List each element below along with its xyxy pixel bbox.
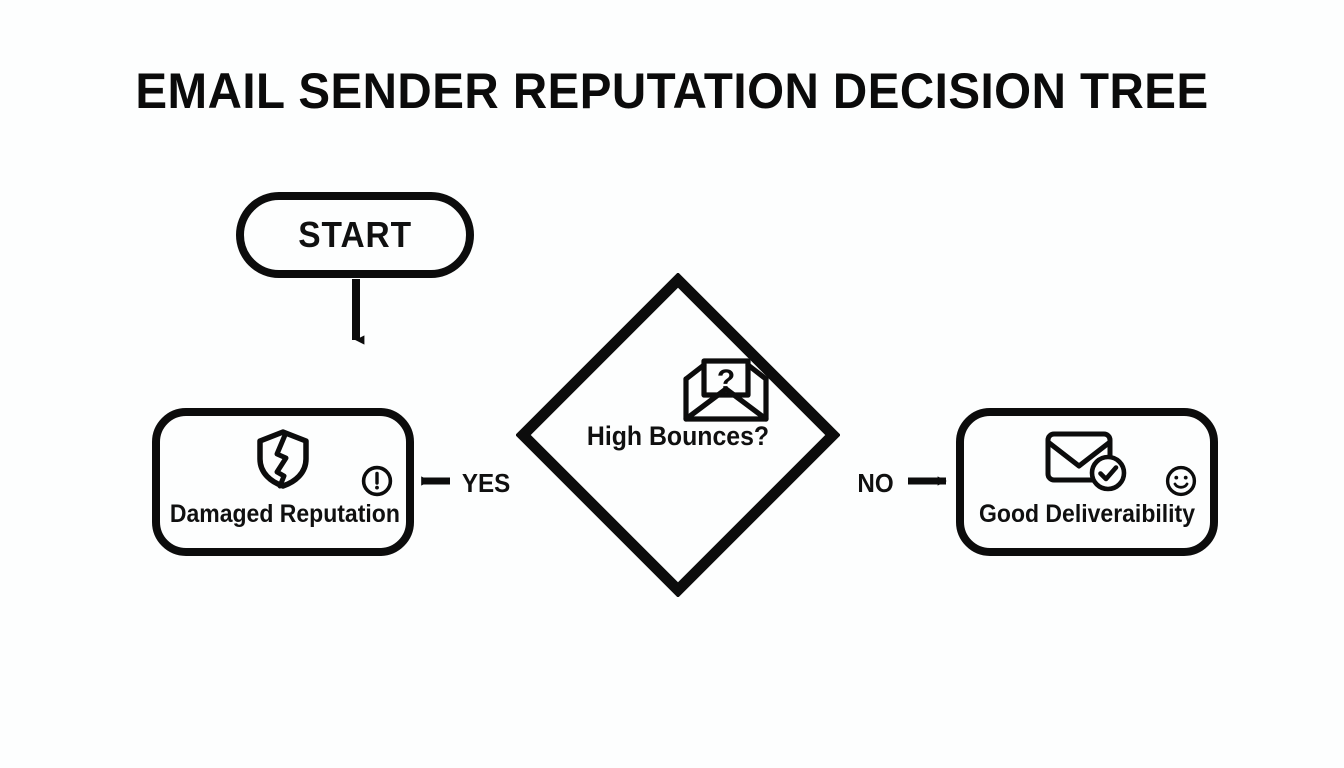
warning-exclamation-icon [360, 464, 394, 503]
diamond-shape [516, 273, 840, 597]
node-good-icons [964, 428, 1210, 497]
node-good-label: Good Deliveraibility [979, 500, 1195, 528]
node-start[interactable]: START [236, 192, 474, 278]
smiley-face-icon [1164, 464, 1198, 503]
node-damaged-reputation[interactable]: Damaged Reputation [152, 408, 414, 556]
node-start-label: START [298, 214, 412, 255]
node-decision-label: High Bounces? [586, 421, 770, 451]
page-title: EMAIL SENDER REPUTATION DECISION TREE [135, 63, 1209, 119]
node-good-deliverability[interactable]: Good Deliveraibility [956, 408, 1218, 556]
node-damaged-label: Damaged Reputation [169, 500, 400, 528]
node-damaged-icons [160, 428, 406, 497]
edge-label-yes: YES [461, 468, 511, 498]
cracked-shield-icon [255, 428, 311, 495]
edge-label-no: NO [857, 468, 894, 498]
node-decision[interactable]: ? High Bounces? [516, 273, 840, 597]
envelope-check-icon [1044, 428, 1130, 497]
svg-text:?: ? [717, 364, 735, 397]
